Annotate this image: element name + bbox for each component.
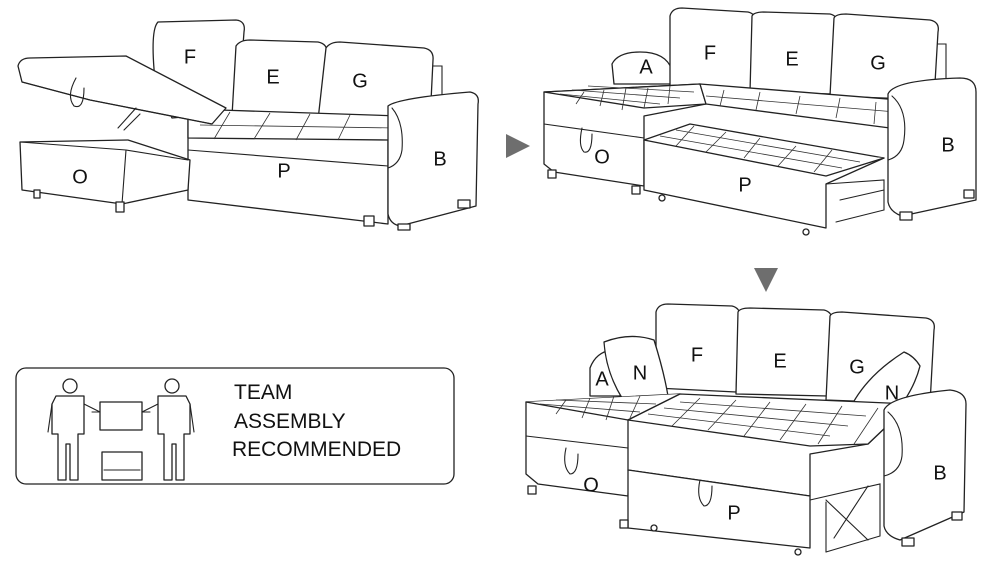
sofa-stage-3-bed-complete: A N F E G N O P B <box>525 303 967 556</box>
label-e: E <box>266 66 279 88</box>
label-b: B <box>941 134 954 156</box>
notice-line-2: ASSEMBLY <box>234 410 346 433</box>
two-people-carrying-icon <box>47 378 195 481</box>
label-o: O <box>583 474 599 496</box>
label-p: P <box>277 160 290 182</box>
label-g: G <box>352 70 368 92</box>
label-e: E <box>773 350 786 372</box>
label-n-left: N <box>633 362 647 384</box>
label-o: O <box>594 146 610 168</box>
sofa-stage-2-bed-pulled: A F E G O P B <box>543 7 977 236</box>
right-armrest <box>887 77 977 217</box>
team-assembly-notice: TEAM ASSEMBLY RECOMMENDED <box>15 367 455 485</box>
label-b: B <box>433 148 446 170</box>
label-n-right: N <box>885 382 899 404</box>
label-p: P <box>727 502 740 524</box>
sofa-stage-1-storage-open: F E G O P B <box>17 19 479 231</box>
label-p: P <box>738 174 751 196</box>
back-cushion-g <box>829 13 939 101</box>
triangle-right-icon <box>506 134 530 158</box>
right-armrest <box>387 91 479 227</box>
chaise-storage-base <box>19 139 191 205</box>
label-b: B <box>933 462 946 484</box>
notice-line-1: TEAM <box>234 381 292 404</box>
label-f: F <box>691 344 703 366</box>
label-o: O <box>72 166 88 188</box>
label-f: F <box>704 42 716 64</box>
triangle-down-icon <box>754 268 778 292</box>
notice-line-3: RECOMMENDED <box>232 438 401 461</box>
label-f: F <box>184 46 196 68</box>
label-a: A <box>595 368 609 390</box>
right-armrest <box>883 389 967 541</box>
label-g: G <box>870 52 886 74</box>
label-g: G <box>849 356 865 378</box>
label-e: E <box>785 48 798 70</box>
label-a: A <box>639 56 653 78</box>
